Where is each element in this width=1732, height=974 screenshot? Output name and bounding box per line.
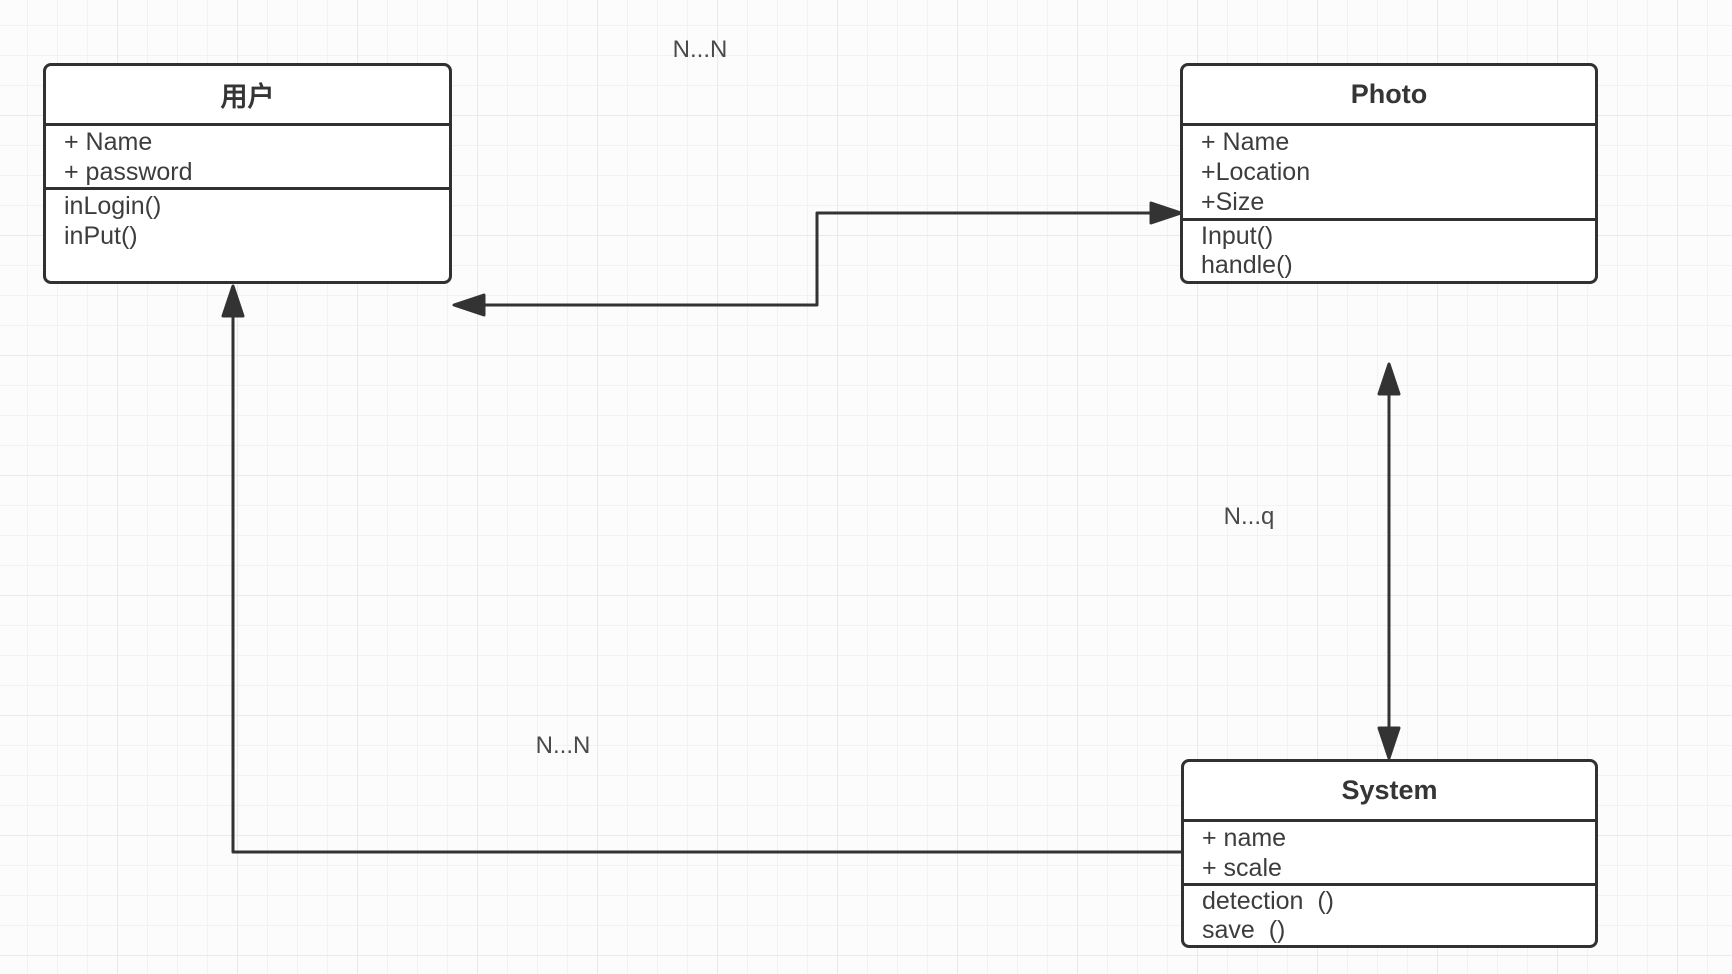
multiplicity-label[interactable]: N...N xyxy=(535,732,591,759)
methods-section: detection () save () xyxy=(1184,883,1595,945)
class-box-photo[interactable]: Photo + Name +Location +Size Input() han… xyxy=(1180,63,1598,284)
class-box-user[interactable]: 用户 + Name + password inLogin() inPut() xyxy=(43,63,452,284)
method-line: handle() xyxy=(1201,251,1293,279)
attribute-line: + name xyxy=(1202,824,1287,852)
arrowhead-up-icon xyxy=(1377,362,1401,396)
class-title: Photo xyxy=(1350,79,1428,109)
method-line: inPut() xyxy=(64,222,138,250)
method-line: inLogin() xyxy=(64,192,162,220)
attributes-section: + Name +Location +Size xyxy=(1183,123,1595,218)
edge-system-user[interactable] xyxy=(221,284,1181,854)
methods-section: Input() handle() xyxy=(1183,218,1595,281)
multiplicity-label[interactable]: N...N xyxy=(672,36,728,63)
attribute-line: +Size xyxy=(1201,188,1265,216)
multiplicity-label[interactable]: N...q xyxy=(1223,503,1275,530)
attribute-line: + Name xyxy=(64,128,153,156)
attribute-line: + scale xyxy=(1202,854,1282,882)
methods-section: inLogin() inPut() xyxy=(46,187,449,281)
attribute-line: + password xyxy=(64,158,193,186)
attribute-line: +Location xyxy=(1201,158,1311,186)
attributes-section: + Name + password xyxy=(46,123,449,187)
arrowhead-left-icon xyxy=(452,293,486,317)
class-title: 用户 xyxy=(220,82,275,112)
arrowhead-down-icon xyxy=(1377,726,1401,760)
method-line: Input() xyxy=(1201,222,1274,250)
attributes-section: + name + scale xyxy=(1184,819,1595,883)
arrowhead-right-icon xyxy=(1149,201,1183,225)
class-box-system[interactable]: System + name + scale detection () save … xyxy=(1181,759,1598,948)
method-line: save () xyxy=(1202,916,1286,944)
class-title: System xyxy=(1341,775,1438,805)
attribute-line: + Name xyxy=(1201,128,1290,156)
edge-user-photo[interactable] xyxy=(452,201,1183,317)
edge-photo-system[interactable] xyxy=(1377,362,1401,760)
method-line: detection () xyxy=(1202,887,1335,915)
arrowhead-up-icon xyxy=(221,284,245,318)
